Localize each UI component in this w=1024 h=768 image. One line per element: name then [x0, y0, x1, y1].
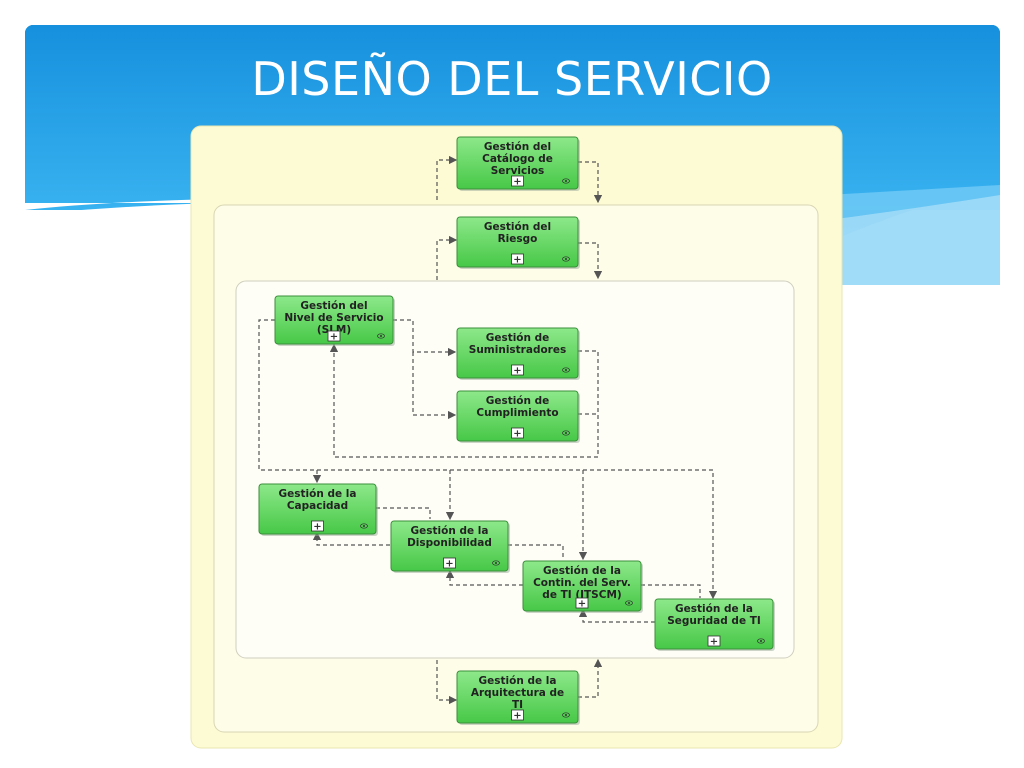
eye-icon: [562, 256, 570, 262]
box-suministradores-line-0: Gestión de: [486, 332, 550, 344]
box-riesgo-line-0: Gestión del: [484, 221, 551, 233]
eye-icon-pupil: [628, 602, 630, 604]
box-slm-shape: [274, 295, 394, 345]
slide-title: DISEÑO DEL SERVICIO: [251, 52, 773, 106]
box-itscm-line-1: Contin. del Serv.: [533, 577, 631, 589]
box-catalogo-line-1: Catálogo de: [482, 153, 553, 165]
eye-icon: [757, 638, 765, 644]
expand-icon[interactable]: [327, 330, 341, 342]
expand-icon[interactable]: [511, 427, 524, 439]
box-itscm-shape: [522, 560, 642, 612]
box-catalogo-shape: [456, 136, 579, 190]
box-disponibilidad-shape: [390, 520, 509, 572]
eye-icon-pupil: [565, 714, 567, 716]
expand-icon-glyph: +: [513, 429, 521, 440]
expand-icon[interactable]: [511, 175, 524, 187]
expand-icon[interactable]: [511, 253, 524, 265]
expand-icon[interactable]: [511, 364, 524, 376]
eye-icon: [360, 523, 368, 529]
eye-icon: [562, 712, 570, 718]
box-capacidad-shape: [258, 483, 377, 535]
expand-icon-glyph: +: [513, 711, 521, 722]
box-slm-line-0: Gestión del: [300, 300, 367, 312]
box-arquitectura-line-2: TI: [512, 699, 523, 711]
box-disponibilidad-line-1: Disponibilidad: [407, 537, 492, 549]
box-arquitectura-shape: [456, 670, 579, 724]
expand-icon-glyph: +: [313, 522, 321, 533]
box-cumplimiento-line-1: Cumplimiento: [476, 407, 558, 419]
box-arquitectura-line-0: Gestión de la: [479, 675, 557, 687]
eye-icon-pupil: [760, 640, 762, 642]
eye-icon: [562, 430, 570, 436]
expand-icon[interactable]: [707, 635, 721, 647]
box-itscm-line-0: Gestión de la: [543, 565, 621, 577]
box-itscm-line-2: de TI (ITSCM): [542, 589, 621, 601]
expand-icon-glyph: +: [710, 637, 718, 648]
expand-icon[interactable]: [311, 520, 324, 532]
eye-icon: [562, 178, 570, 184]
expand-icon-glyph: +: [513, 255, 521, 266]
box-capacidad-line-1: Capacidad: [287, 500, 348, 512]
box-catalogo-line-2: Servicios: [491, 165, 545, 177]
box-riesgo-line-1: Riesgo: [498, 233, 538, 245]
expand-icon-glyph: +: [330, 332, 338, 343]
box-cumplimiento-shape: [456, 390, 579, 442]
expand-icon-glyph: +: [578, 599, 586, 610]
eye-icon-pupil: [565, 369, 567, 371]
box-seguridad-line-1: Seguridad de TI: [667, 615, 761, 627]
box-capacidad-line-0: Gestión de la: [279, 488, 357, 500]
eye-icon-pupil: [565, 432, 567, 434]
expand-icon-glyph: +: [445, 559, 453, 570]
eye-icon-pupil: [495, 562, 497, 564]
box-riesgo-shape: [456, 216, 579, 268]
box-suministradores-shape: [456, 327, 579, 379]
box-catalogo-line-0: Gestión del: [484, 141, 551, 153]
eye-icon: [562, 367, 570, 373]
eye-icon-pupil: [380, 335, 382, 337]
connectors: [258, 155, 718, 705]
eye-icon-pupil: [565, 258, 567, 260]
box-seguridad-shape: [654, 598, 774, 650]
expand-icon[interactable]: [575, 597, 589, 609]
expand-icon-glyph: +: [513, 366, 521, 377]
eye-icon: [625, 600, 633, 606]
box-seguridad-line-0: Gestión de la: [675, 603, 753, 615]
box-suministradores-line-1: Suministradores: [469, 344, 566, 356]
eye-icon: [377, 333, 385, 339]
box-arquitectura-line-1: Arquitectura de: [471, 687, 564, 699]
box-slm-line-2: (SLM): [317, 324, 351, 336]
expand-icon[interactable]: [511, 709, 524, 721]
eye-icon: [492, 560, 500, 566]
box-cumplimiento-line-0: Gestión de: [486, 395, 550, 407]
eye-icon-pupil: [565, 180, 567, 182]
box-disponibilidad-line-0: Gestión de la: [411, 525, 489, 537]
expand-icon[interactable]: [443, 557, 456, 569]
box-slm-line-1: Nivel de Servicio: [284, 312, 383, 324]
expand-icon-glyph: +: [513, 177, 521, 188]
eye-icon-pupil: [363, 525, 365, 527]
